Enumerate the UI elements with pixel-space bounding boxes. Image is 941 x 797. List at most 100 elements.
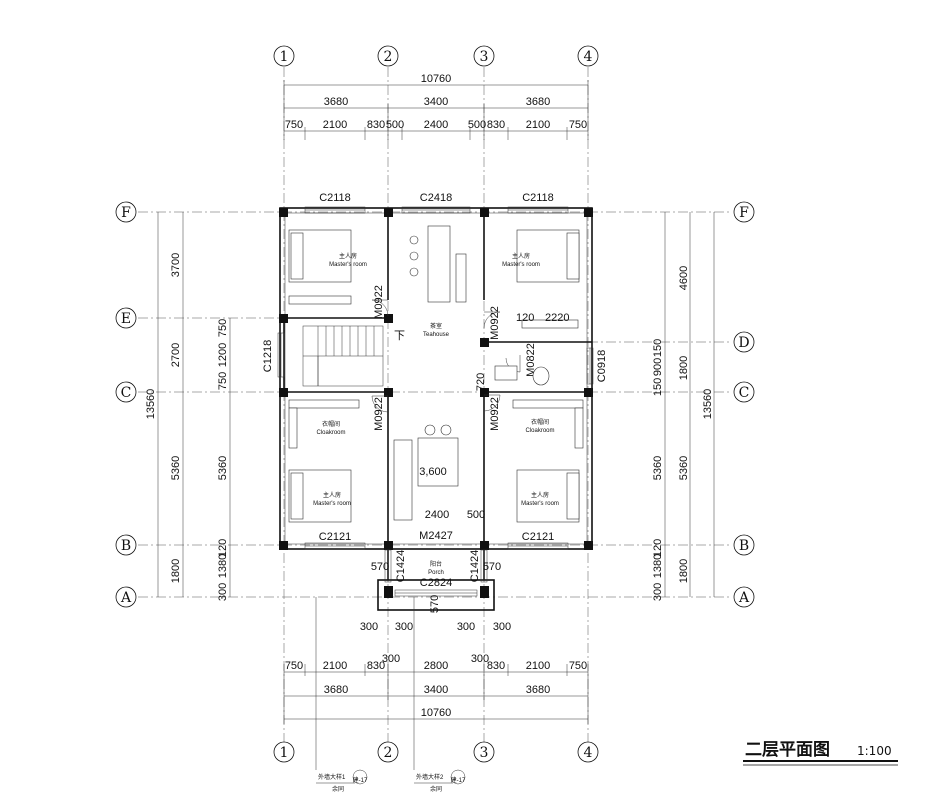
porch-dim: 570: [483, 561, 501, 573]
room-label-cn: 主人房: [339, 252, 357, 260]
dim-left-seg: 120: [217, 539, 229, 557]
room-label-cn: 主人房: [323, 491, 341, 499]
window-label: C2824: [420, 577, 452, 589]
detail-ref: 余同: [332, 785, 344, 793]
dim-bottom-seg: 2100: [526, 660, 550, 672]
room-label-en: Cloakroom: [525, 428, 554, 434]
dim-top-seg: 830: [367, 119, 385, 131]
axis-2-bottom: 2: [384, 745, 393, 761]
dim-top-seg: 750: [569, 119, 587, 131]
dim-top-bay: 3680: [324, 96, 348, 108]
room-label-cn: 阳台: [430, 560, 442, 568]
dim-right-bay: 4600: [678, 266, 690, 290]
dim-bottom-extra: 300: [382, 653, 400, 665]
bottom-dimensions: 750 2100 830 2800 830 2100 750 3680 3400…: [283, 621, 589, 724]
axis-A-left: A: [120, 590, 132, 606]
door-label: M2427: [419, 530, 453, 542]
dim-left-seg: 5360: [217, 456, 229, 480]
axis-B-right: B: [739, 538, 749, 554]
dim-left-bay: 1800: [170, 559, 182, 583]
dim-left-seg: 300: [217, 583, 229, 601]
axis-F-right: F: [739, 205, 749, 221]
dim-right-seg: 150: [652, 339, 664, 357]
axis-B-left: B: [121, 538, 131, 554]
dim-top-seg: 2400: [424, 119, 448, 131]
dim-left-bay: 2700: [170, 343, 182, 367]
stair: 下: [302, 325, 405, 387]
dim-bottom-seg: 750: [285, 660, 303, 672]
detail-sheet: 建-17: [451, 776, 466, 784]
window-label: C2418: [420, 192, 452, 204]
dim-top-bay: 3680: [526, 96, 550, 108]
room-label-en: Cloakroom: [316, 430, 345, 436]
stair-down-label: 下: [394, 330, 405, 342]
axis-C-left: C: [121, 385, 132, 401]
window-label: C2118: [522, 192, 554, 204]
dim-porch-300: 300: [395, 621, 413, 633]
door-label: M0922: [489, 306, 501, 340]
dim-porch-300: 300: [457, 621, 475, 633]
grid-lines: [138, 67, 730, 742]
dim-left-seg: 750: [217, 372, 229, 390]
dim-top-bay: 3400: [424, 96, 448, 108]
dim-bottom-seg: 830: [487, 660, 505, 672]
inner-dim: 720: [475, 373, 487, 391]
window-label: C1218: [262, 340, 274, 372]
window-label: C2121: [522, 531, 554, 543]
dim-top-seg: 500: [386, 119, 404, 131]
inner-dim: 2400: [425, 509, 449, 521]
detail-callout-1: 外墙大样1: [318, 773, 346, 781]
porch-dim: 570: [371, 561, 389, 573]
room-label-cn: 茶室: [430, 322, 442, 330]
dim-right-seg: 150: [652, 378, 664, 396]
axis-E-left: E: [121, 311, 131, 327]
dim-bottom-seg: 2100: [323, 660, 347, 672]
detail-callout-2: 外墙大样2: [416, 773, 444, 781]
door-label: M0922: [489, 397, 501, 431]
doors: M0922 M0922 M0822 M0922 M0922 M2427: [371, 285, 537, 542]
room-label-cn: 衣帽间: [531, 418, 549, 426]
windows: C2118 C2418 C2118 C1218 C0918 C2121 C212…: [262, 192, 608, 597]
axis-1-bottom: 1: [280, 745, 289, 761]
grid-bubbles: 1 2 3 4 1 2 3 4 F E C B A F D C B A: [115, 45, 755, 763]
room-label-cn: 主人房: [531, 491, 549, 499]
drawing-title-block: 二层平面图 1:100: [743, 740, 898, 766]
axis-A-right: A: [738, 590, 750, 606]
dim-right-seg: 1380: [652, 554, 664, 578]
window-label: C2121: [319, 531, 351, 543]
dim-porch-300: 300: [360, 621, 378, 633]
dim-right-bay: 5360: [678, 456, 690, 480]
door-label: M0922: [373, 285, 385, 319]
dim-top-seg: 500: [468, 119, 486, 131]
room-label-en: Porch: [428, 570, 444, 576]
axis-F-left: F: [121, 205, 131, 221]
dim-right-seg: 5360: [652, 456, 664, 480]
door-label: M0822: [525, 343, 537, 377]
dim-right-bay: 1800: [678, 356, 690, 380]
dim-right-bay: 1800: [678, 559, 690, 583]
inner-dim: 120: [516, 312, 534, 324]
drawing-title: 二层平面图: [745, 740, 830, 760]
room-label-en: Master's room: [329, 262, 367, 268]
room-label-en: Master's room: [502, 262, 540, 268]
dim-bottom-seg: 830: [367, 660, 385, 672]
dim-left-seg: 1380: [217, 554, 229, 578]
inner-dim: 500: [467, 509, 485, 521]
detail-sheet: 建-17: [353, 776, 368, 784]
dim-right-total: 13560: [702, 389, 714, 420]
detail-callouts: 外墙大样1 外墙大样2 余同 余同 建-17 建-17: [315, 597, 466, 793]
axis-2-top: 2: [384, 49, 393, 65]
axis-1-top: 1: [280, 49, 289, 65]
room-label-cn: 衣帽间: [322, 420, 340, 428]
door-label: M0922: [373, 397, 385, 431]
dim-right-seg: 300: [652, 583, 664, 601]
dim-top-total: 10760: [421, 73, 452, 85]
dim-bottom-bay: 3400: [424, 684, 448, 696]
window-label: C1424: [395, 550, 407, 582]
axis-C-right: C: [739, 385, 750, 401]
top-dimensions: 10760 3680 3400 3680 750 2100 830 500 24…: [283, 73, 589, 140]
dim-porch-300: 300: [493, 621, 511, 633]
dim-bottom-seg: 750: [569, 660, 587, 672]
dim-left-seg: 750: [217, 319, 229, 337]
room-label-en: Master's room: [521, 501, 559, 507]
